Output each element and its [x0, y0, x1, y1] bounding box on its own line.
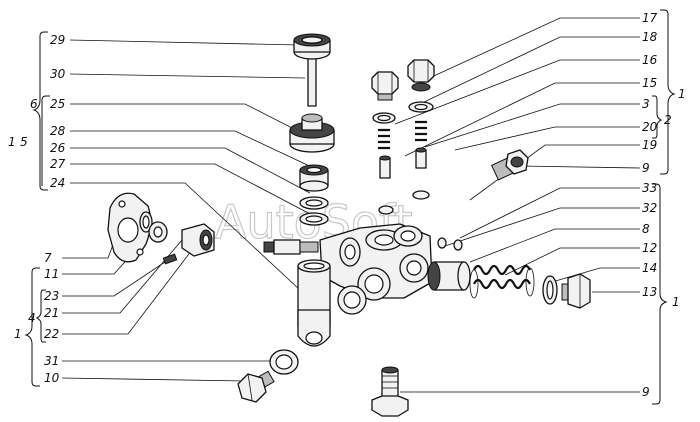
part-springs-small	[378, 120, 427, 150]
label-18: 18	[642, 30, 658, 44]
label-8: 8	[642, 222, 650, 236]
labels-left: 29 30 25 28 26 27 24 7 11 23 21 22 31 10…	[8, 33, 66, 385]
labels-right: 17 18 16 15 3 20 19 9 33 32 8 12 14 13 9…	[642, 11, 686, 399]
label-28: 28	[50, 124, 66, 138]
group-label-right-lower: 1	[672, 295, 680, 309]
part-sleeve	[299, 164, 329, 192]
part-knob-pin	[293, 33, 331, 107]
part-fitting-21	[181, 223, 215, 257]
label-13: 13	[642, 285, 657, 299]
group-label-left-upper-outer: 1	[8, 135, 16, 149]
part-washer-18	[372, 101, 434, 124]
part-valve-pins	[378, 147, 430, 215]
group-braces	[24, 9, 676, 405]
part-union-fitting	[263, 239, 319, 255]
label-24: 24	[50, 176, 65, 190]
part-washers-left	[299, 196, 329, 226]
label-23: 23	[44, 289, 59, 303]
part-banjo-bolt-lower	[371, 366, 409, 417]
part-bolt-10	[237, 370, 275, 403]
label-9-upper: 9	[642, 161, 650, 175]
part-ring-near-body	[337, 285, 367, 315]
label-7: 7	[44, 251, 52, 265]
group-label-left-upper-inner: 6	[30, 97, 38, 111]
part-small-rings-left	[139, 211, 178, 265]
label-25: 25	[50, 97, 65, 111]
group-label-left-upper-mid: 5	[20, 135, 28, 149]
part-ring-14	[542, 275, 558, 305]
group-label-left-lower-outer: 1	[14, 327, 22, 341]
group-label-left-lower-inner: 4	[28, 311, 36, 325]
part-main-body	[319, 223, 433, 301]
label-15: 15	[642, 76, 657, 90]
label-26: 26	[50, 141, 66, 155]
label-27: 27	[50, 157, 66, 171]
label-10: 10	[44, 371, 60, 385]
label-14: 14	[642, 261, 657, 275]
label-20: 20	[642, 120, 658, 134]
part-plug-left	[371, 71, 399, 101]
part-lever-bracket	[297, 259, 331, 347]
label-30: 30	[50, 67, 66, 81]
part-spring-12	[469, 264, 535, 299]
label-9-lower: 9	[642, 385, 650, 399]
label-31: 31	[44, 354, 59, 368]
label-16: 16	[642, 53, 658, 67]
part-small-washers-right	[437, 237, 463, 251]
part-plug-13	[561, 273, 591, 309]
label-33: 33	[642, 181, 657, 195]
label-19: 19	[642, 138, 657, 152]
label-32: 32	[642, 201, 657, 215]
label-29: 29	[50, 33, 65, 47]
part-plug-17	[407, 59, 435, 92]
label-3: 3	[642, 97, 650, 111]
label-21: 21	[44, 306, 59, 320]
group-label-right-upper-inner: 2	[664, 113, 672, 127]
leader-lines	[61, 17, 641, 393]
label-11: 11	[44, 267, 59, 281]
label-12: 12	[642, 241, 657, 255]
label-17: 17	[642, 11, 658, 25]
label-22: 22	[44, 327, 59, 341]
part-ring-31	[269, 349, 299, 375]
part-gasket-flange	[107, 192, 152, 263]
part-banjo-bolt-upper	[490, 149, 529, 181]
group-label-right-upper-outer: 1	[678, 87, 686, 101]
part-sleeve-8	[427, 261, 471, 291]
part-cap-nut	[289, 113, 335, 153]
